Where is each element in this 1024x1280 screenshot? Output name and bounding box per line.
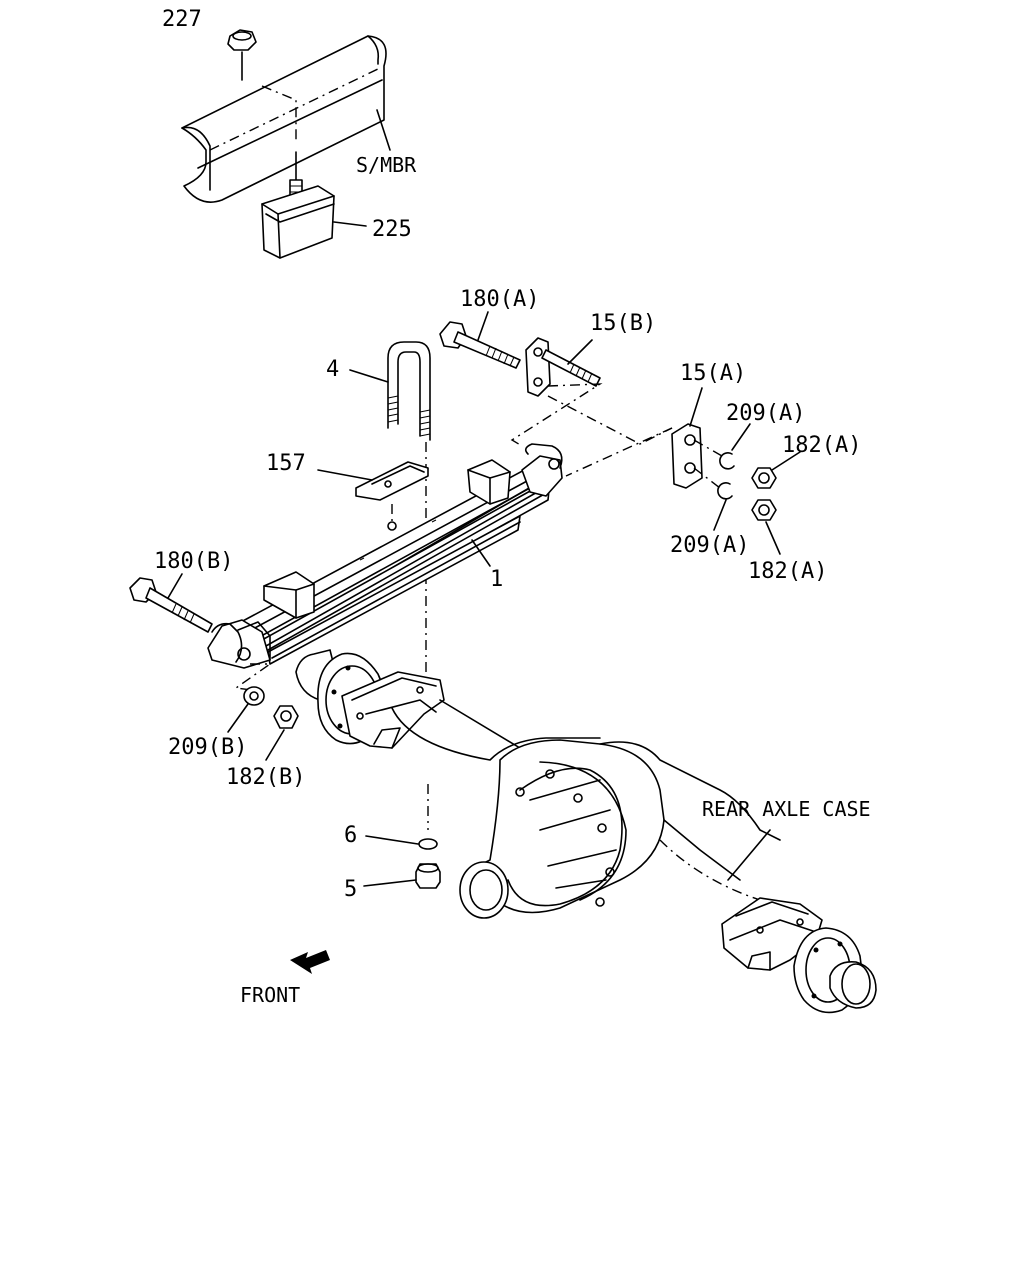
shackle-15b [510, 337, 673, 447]
label-1: 1 [490, 567, 503, 592]
bolt-180b [129, 573, 273, 691]
washer-209a-top [719, 423, 751, 470]
spring-seat-157 [317, 461, 429, 531]
part-labels: 227 S/MBR 225 180(A) 15(B) 4 15(A) 209(A… [154, 7, 871, 1007]
label-227: 227 [162, 7, 202, 32]
label-182a-top: 182(A) [782, 433, 861, 458]
side-member [181, 35, 391, 203]
label-15b: 15(B) [590, 311, 656, 336]
nut-227 [227, 29, 257, 81]
nut-5 [363, 863, 441, 889]
label-182a-bottom: 182(A) [748, 559, 827, 584]
label-15a: 15(A) [680, 361, 746, 386]
label-225: 225 [372, 217, 412, 242]
washer-6 [365, 835, 438, 850]
label-4: 4 [326, 357, 339, 382]
label-157: 157 [266, 451, 306, 476]
label-rear-axle-case: REAR AXLE CASE [702, 797, 871, 821]
label-180b: 180(B) [154, 549, 233, 574]
washer-209a-bottom [713, 482, 733, 531]
leaf-spring-1 [207, 443, 563, 669]
nut-182a-top [751, 451, 801, 489]
rear-axle-case [295, 649, 877, 1014]
arrow-front-icon [290, 950, 330, 974]
label-smbr: S/MBR [356, 153, 417, 177]
shackle-15a [565, 387, 723, 489]
bolt-180a [439, 311, 521, 369]
label-5: 5 [344, 877, 357, 902]
label-209b: 209(B) [168, 735, 247, 760]
label-182b: 182(B) [226, 765, 305, 790]
bump-stopper-225 [261, 151, 367, 259]
label-180a: 180(A) [460, 287, 539, 312]
nut-182b [265, 705, 299, 761]
label-6: 6 [344, 823, 357, 848]
label-front: FRONT [240, 983, 300, 1007]
nut-182a-bottom [751, 499, 781, 555]
label-209a-bottom: 209(A) [670, 533, 749, 558]
u-bolt-4 [349, 341, 431, 690]
label-209a-top: 209(A) [726, 401, 805, 426]
washer-209b [227, 686, 265, 733]
